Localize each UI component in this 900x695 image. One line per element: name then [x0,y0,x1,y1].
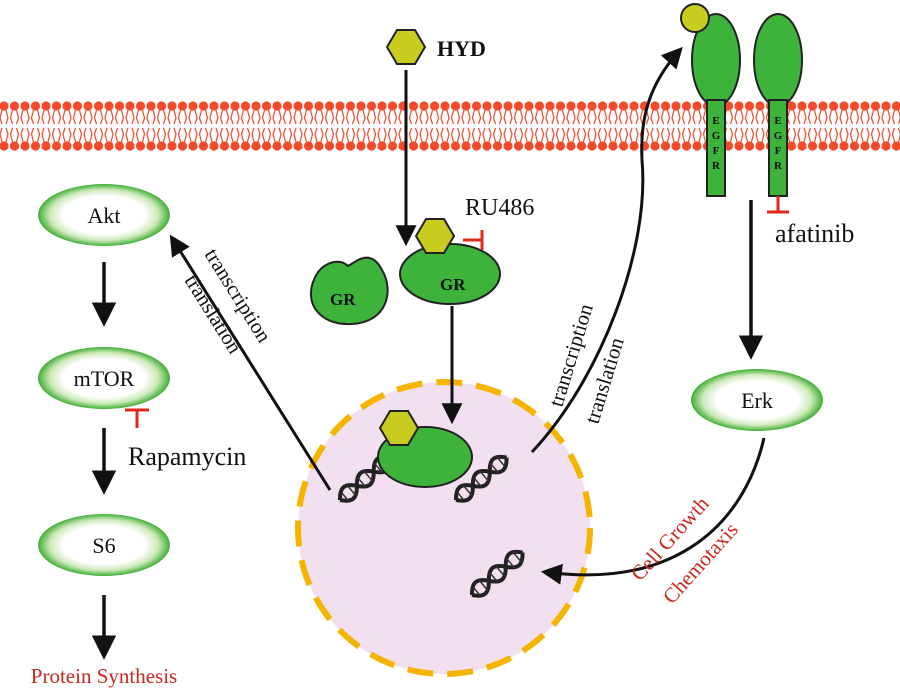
s6-node: S6 [38,514,170,576]
right-translation-label: translation [580,334,629,426]
afatinib-inhibitor-icon [767,196,789,214]
dna-helix-bottom [469,549,525,598]
arrow-dna-to-egfr [530,46,683,454]
rapamycin-label: Rapamycin [128,442,246,471]
ru486-label: RU486 [465,195,534,221]
bound-hyd-hexagon-icon [414,218,456,254]
mtor-node: mTOR [38,347,170,409]
gr-right-label: GR [440,275,466,294]
svg-text:F: F [775,145,782,157]
dna-helix-center [453,454,509,503]
s6-label: S6 [92,533,115,558]
hyd-label: HYD [437,36,486,61]
gr-receptor-right: GR [399,218,501,305]
protein-synthesis-label: Protein Synthesis [31,664,177,688]
nucleus [295,379,593,677]
gr-left-label: GR [330,290,356,309]
erk-label: Erk [741,388,773,413]
egfr-receptor-left [680,3,741,197]
arrow-erk-to-dna [540,437,766,585]
egfr-left-letters: E G F R [712,115,721,172]
cell-membrane [0,101,900,151]
hyd-hexagon-icon [385,29,427,65]
erk-node: Erk [691,369,823,431]
svg-text:F: F [713,145,720,157]
akt-label: Akt [88,203,121,228]
svg-text:E: E [774,115,781,127]
egfr-ligand-icon [680,3,710,33]
svg-text:E: E [712,115,719,127]
svg-text:R: R [774,160,783,172]
gr-complex-nuclear [377,410,473,488]
arrow-dna-to-akt [169,234,332,491]
rapamycin-inhibitor-icon [125,408,149,428]
afatinib-label: afatinib [775,219,854,248]
gr-receptor-left: GR [309,256,389,326]
mtor-label: mTOR [74,366,135,391]
ru486-inhibitor-icon [463,230,484,250]
svg-text:G: G [712,130,721,142]
egfr-right-letters: E G F R [774,115,783,172]
egfr-receptor-right [753,13,803,197]
nuclear-hyd-hexagon-icon [378,410,420,446]
svg-text:G: G [774,130,783,142]
akt-node: Akt [38,184,170,246]
svg-text:R: R [712,160,721,172]
